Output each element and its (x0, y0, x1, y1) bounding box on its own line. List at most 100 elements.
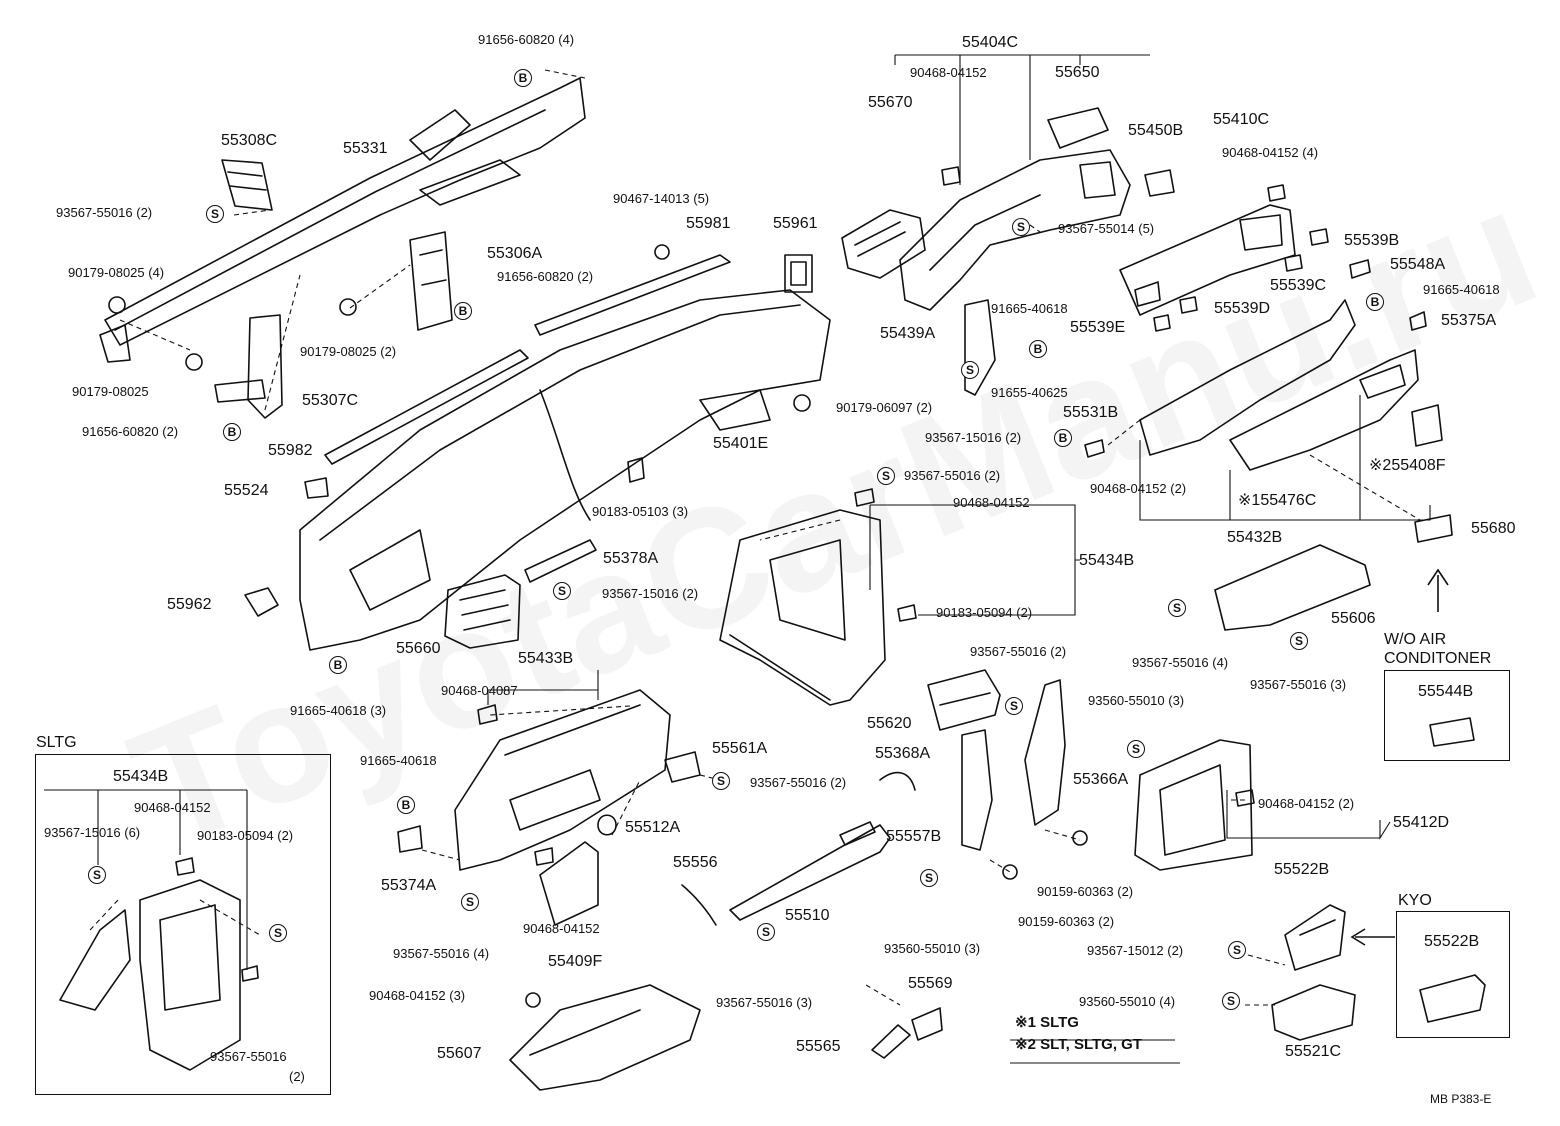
symbol-s-icon: S (1222, 992, 1240, 1010)
part-label: 93567-15012 (2) (1087, 943, 1184, 958)
sltg-console-shape (59, 879, 241, 1071)
part-label: 55660 (396, 640, 441, 657)
part-label: 91656-60820 (2) (497, 269, 594, 284)
part-label: 90179-08025 (72, 384, 149, 399)
glove-door-55510-shape (729, 821, 891, 921)
symbol-b-icon: B (454, 302, 472, 320)
part-label: 93567-55016 (2) (904, 468, 1001, 483)
part-label: 93560-55010 (3) (884, 941, 981, 956)
bracket-55368a-shape (961, 729, 993, 851)
part-label: W/O AIR (1384, 631, 1447, 648)
part-label: 55524 (224, 482, 269, 499)
part-label: 93560-55010 (4) (1079, 994, 1176, 1009)
part-label: 55450B (1128, 122, 1184, 139)
part-55569-shape (911, 1007, 943, 1041)
note-slt-sltg-gt: ※2 SLT, SLTG, GT (1015, 1036, 1143, 1053)
part-label: 55366A (1073, 771, 1129, 788)
part-label: 55522B (1424, 933, 1480, 950)
part-label: 55434B (1079, 552, 1135, 569)
part-55544b-shape (1429, 717, 1475, 747)
part-label: 55306A (487, 245, 543, 262)
part-label: 55544B (1418, 683, 1474, 700)
part-label: 91656-60820 (4) (478, 32, 575, 47)
symbol-b-icon: B (1054, 429, 1072, 447)
part-55409f-shape (539, 841, 599, 926)
cluster-panel-55404c-shape (899, 149, 1131, 311)
part-label: 55981 (686, 215, 731, 232)
part-label: 55374A (381, 877, 437, 894)
sltg-clip-2-shape (241, 965, 259, 982)
part-label: 91665-40618 (3) (290, 703, 387, 718)
symbol-b-icon: B (329, 656, 347, 674)
glove-box-55607-shape (509, 984, 701, 1091)
part-label: 55522B (1274, 861, 1330, 878)
symbol-s-icon: S (920, 869, 938, 887)
part-label: 90468-04152 (2) (1258, 796, 1355, 811)
part-label: 90468-04152 (2) (1090, 481, 1187, 496)
part-label: 93567-55014 (5) (1058, 221, 1155, 236)
part-label: 55409F (548, 953, 603, 970)
part-label: 91665-40618 (991, 301, 1068, 316)
arrows (1350, 568, 1449, 946)
figure-code: MB P383-E (1430, 1092, 1492, 1106)
part-label: 55434B (113, 768, 169, 785)
symbol-b-icon: B (1366, 293, 1384, 311)
tray-55521c-shape (1271, 984, 1356, 1041)
bezel-55410c-shape (1119, 204, 1296, 316)
glove-box-55433b-shape (454, 689, 671, 871)
part-55561a-shape (664, 751, 701, 783)
symbol-s-icon: S (553, 582, 571, 600)
part-label: 55556 (673, 854, 718, 871)
bracket-55378a-shape (524, 539, 597, 583)
symbol-s-icon: S (961, 361, 979, 379)
part-label: 55331 (343, 140, 388, 157)
part-label: CONDITONER (1384, 650, 1492, 667)
part-label: 55510 (785, 907, 830, 924)
note-marker-2: ※2 (1369, 457, 1392, 474)
part-label: 55539E (1070, 319, 1126, 336)
vent-55650-shape (1047, 107, 1109, 149)
part-label: 93560-55010 (3) (1088, 693, 1185, 708)
hinge-55556-shape (681, 884, 717, 926)
part-label: 55512A (625, 819, 681, 836)
part-55961-shape (784, 254, 813, 293)
part-label: KYO (1398, 892, 1432, 909)
part-label: 93567-55016 (2) (970, 644, 1067, 659)
symbol-s-icon: S (461, 893, 479, 911)
module-55620-shape (927, 669, 1001, 731)
part-label: 55539D (1214, 300, 1271, 317)
part-label: 55439A (880, 325, 936, 342)
part-number: 55476C (1260, 492, 1317, 509)
lower-trim-shape (1139, 299, 1419, 471)
clip-55524-shape (304, 477, 329, 499)
defroster-strip-55982-shape (324, 349, 529, 465)
vent-55670-shape (841, 209, 926, 279)
part-label: 90179-08025 (4) (68, 265, 165, 280)
leader-lines (44, 54, 1431, 1064)
symbol-s-icon: S (1228, 941, 1246, 959)
defroster-strip-55981-shape (534, 254, 731, 336)
part-label: 55378A (603, 550, 659, 567)
dashed-leaders (89, 69, 1421, 1006)
symbol-s-icon: S (88, 866, 106, 884)
part-label: 93567-55016 (2) (750, 775, 847, 790)
part-label: 90159-60363 (2) (1018, 914, 1115, 929)
pocket-55522b-shape (1284, 904, 1346, 971)
part-label: 55548A (1390, 256, 1446, 273)
part-label: 55650 (1055, 64, 1100, 81)
note-marker-1: ※1 (1238, 492, 1261, 509)
sltg-inset-box (35, 754, 331, 1095)
part-label: 90467-14013 (5) (613, 191, 710, 206)
part-label: 55375A (1441, 312, 1497, 329)
part-label: 91665-40618 (360, 753, 437, 768)
console-frame-55434b-shape (719, 509, 886, 706)
symbol-s-icon: S (206, 205, 224, 223)
part-label: 90468-04152 (523, 921, 600, 936)
symbol-s-icon: S (1290, 632, 1308, 650)
symbol-s-icon: S (757, 923, 775, 941)
part-label: 55539B (1344, 232, 1400, 249)
symbol-s-icon: S (269, 924, 287, 942)
part-label: 90183-05103 (3) (592, 504, 689, 519)
part-label: 55962 (167, 596, 212, 613)
